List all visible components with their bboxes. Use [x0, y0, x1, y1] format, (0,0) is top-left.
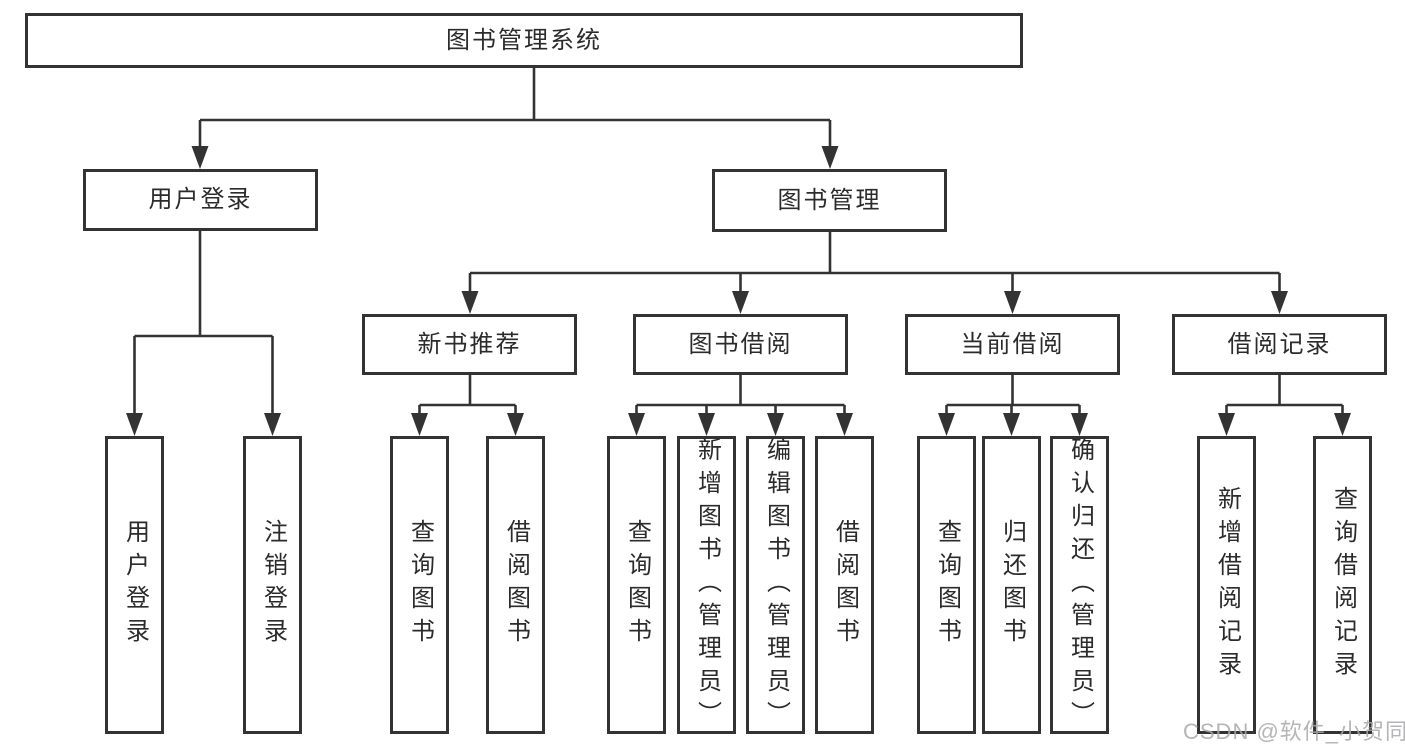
node-library-management-system: 图书管理系统	[25, 13, 1023, 68]
node-label: 图书借阅	[688, 330, 793, 358]
leaf-label: 注销登录	[259, 519, 287, 651]
arrow-down-icon	[821, 146, 839, 169]
arrow-down-icon	[628, 413, 645, 436]
leaf-query-books-borrowing: 查询图书	[607, 436, 666, 734]
arrow-down-icon	[1218, 413, 1235, 436]
arrow-down-icon	[1003, 413, 1020, 436]
leaf-label: 编辑图书（管理员）	[762, 436, 790, 734]
node-book-management: 图书管理	[712, 169, 947, 232]
arrow-down-icon	[698, 413, 715, 436]
arrow-down-icon	[264, 413, 281, 436]
leaf-logout-login: 注销登录	[243, 436, 302, 734]
arrow-down-icon	[191, 146, 209, 169]
arrow-down-icon	[1334, 413, 1351, 436]
arrow-down-icon	[1004, 291, 1021, 314]
leaf-query-borrow-record: 查询借阅记录	[1313, 436, 1372, 734]
node-new-book-recommend: 新书推荐	[362, 314, 577, 375]
node-label: 当前借阅	[960, 330, 1065, 358]
leaf-label: 用户登录	[121, 519, 149, 651]
arrow-down-icon	[126, 413, 143, 436]
leaf-label: 查询借阅记录	[1329, 486, 1357, 684]
arrow-down-icon	[461, 291, 479, 314]
leaf-label: 借阅图书	[831, 519, 859, 651]
leaf-query-books-current: 查询图书	[917, 436, 976, 734]
arrow-down-icon	[732, 291, 749, 314]
node-current-borrowing: 当前借阅	[905, 314, 1120, 375]
leaf-query-books-recommend: 查询图书	[390, 436, 449, 734]
node-label: 新书推荐	[417, 330, 522, 358]
arrow-down-icon	[836, 413, 853, 436]
leaf-user-login: 用户登录	[105, 436, 164, 734]
arrow-down-icon	[938, 413, 955, 436]
node-label: 图书管理	[777, 186, 882, 214]
leaf-label: 查询图书	[933, 519, 961, 651]
arrow-down-icon	[411, 413, 428, 436]
node-borrowing-records: 借阅记录	[1172, 314, 1387, 375]
leaf-label: 新增图书（管理员）	[693, 436, 721, 734]
leaf-edit-book-admin: 编辑图书（管理员）	[746, 436, 805, 734]
node-label: 用户登录	[148, 186, 253, 213]
watermark: CSDN @软件_小贺同学	[1183, 719, 1405, 744]
leaf-label: 借阅图书	[502, 519, 530, 651]
node-label: 图书管理系统	[446, 26, 602, 54]
leaf-add-book-admin: 新增图书（管理员）	[677, 436, 736, 734]
leaf-label: 查询图书	[406, 519, 434, 651]
leaf-confirm-return-admin: 确认归还（管理员）	[1050, 436, 1109, 734]
leaf-return-books: 归还图书	[982, 436, 1041, 734]
arrow-down-icon	[507, 413, 524, 436]
leaf-label: 新增借阅记录	[1213, 486, 1241, 684]
node-user-login: 用户登录	[83, 169, 318, 231]
leaf-borrow-books-recommend: 借阅图书	[486, 436, 545, 734]
node-book-borrowing: 图书借阅	[633, 314, 848, 375]
leaf-label: 归还图书	[998, 519, 1026, 651]
leaf-add-borrow-record: 新增借阅记录	[1197, 436, 1256, 734]
leaf-label: 查询图书	[623, 519, 651, 651]
leaf-label: 确认归还（管理员）	[1066, 436, 1094, 734]
arrow-down-icon	[767, 413, 784, 436]
arrow-down-icon	[1071, 413, 1088, 436]
arrow-down-icon	[1271, 291, 1288, 314]
node-label: 借阅记录	[1227, 330, 1332, 358]
leaf-borrow-books-borrowing: 借阅图书	[815, 436, 874, 734]
